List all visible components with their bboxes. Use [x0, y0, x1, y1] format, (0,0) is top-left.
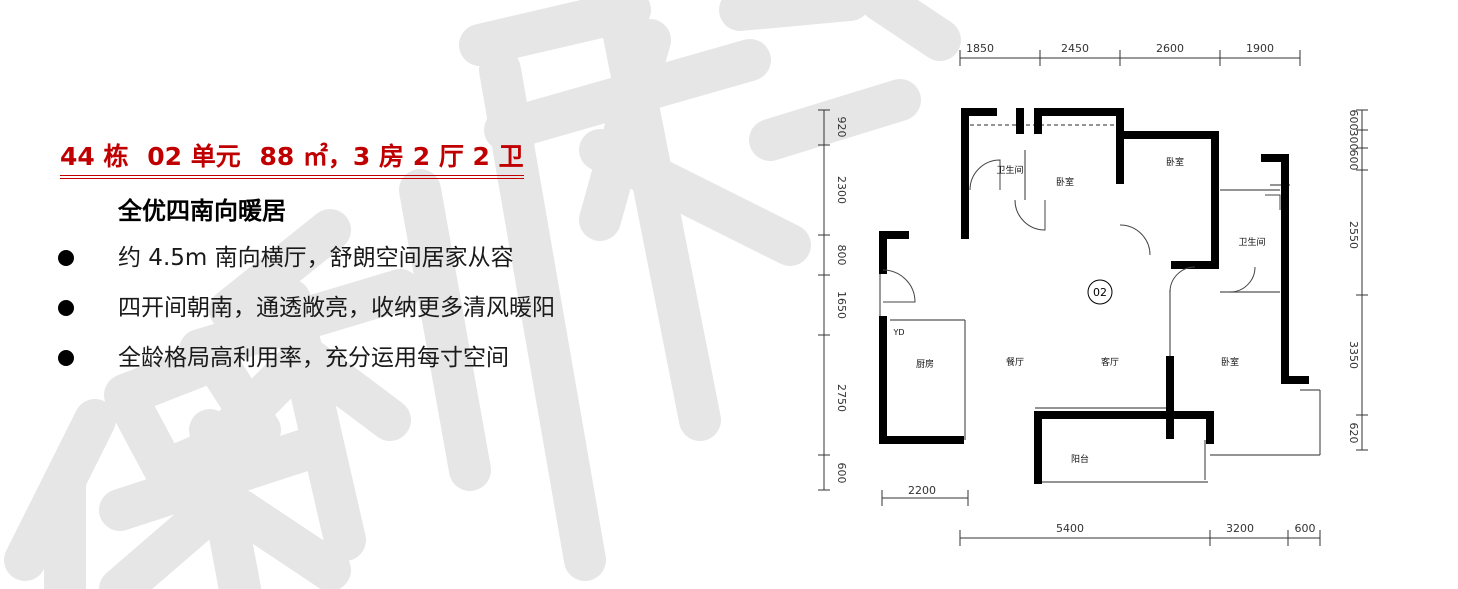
- dim-left: 920: [835, 117, 848, 138]
- unit-number: 02 单元: [147, 142, 241, 171]
- dim-bottom: 600: [1295, 522, 1316, 535]
- room-label-bedroom-3: 卧室: [1221, 356, 1239, 368]
- dim-right: 600: [1347, 150, 1360, 171]
- room-label-bedroom-1: 卧室: [1056, 176, 1074, 188]
- dim-right: 3350: [1347, 341, 1360, 369]
- room-label-balcony: 阳台: [1071, 453, 1089, 465]
- dim-left: 600: [835, 463, 848, 484]
- room-label-bath-1: 卫生间: [996, 164, 1023, 176]
- feature-list: 约 4.5m 南向横厅，舒朗空间居家从容 四开间朝南，通透敞亮，收纳更多清风暖阳…: [58, 236, 555, 386]
- doors: [882, 159, 1281, 303]
- room-label-living: 客厅: [1101, 356, 1119, 368]
- walls: [879, 108, 1309, 484]
- feature-text: 四开间朝南，通透敞亮，收纳更多清风暖阳: [118, 295, 555, 321]
- unit-spec: 88 ㎡，3 房 2 厅 2 卫: [259, 142, 524, 171]
- room-label-yd: YD: [892, 328, 904, 337]
- dim-top: 1900: [1246, 42, 1274, 55]
- bullet-icon: [58, 300, 74, 316]
- dim-left: 1650: [835, 291, 848, 319]
- thin-walls: [879, 124, 1321, 483]
- dim-bottom-left: 2200: [908, 484, 936, 497]
- dim-right: 620: [1347, 423, 1360, 444]
- floor-plan: 1850 2450 2600 1900 920 2300 800 1650 27…: [818, 42, 1368, 546]
- dim-right: 2550: [1347, 221, 1360, 249]
- feature-text: 全龄格局高利用率，充分运用每寸空间: [118, 345, 509, 371]
- feature-item: 全龄格局高利用率，充分运用每寸空间: [58, 336, 555, 386]
- building-number: 44 栋: [60, 142, 129, 171]
- feature-item: 约 4.5m 南向横厅，舒朗空间居家从容: [58, 236, 555, 286]
- unit-mark: 02: [1093, 286, 1107, 299]
- room-label-bedroom-2: 卧室: [1166, 156, 1184, 168]
- dim-top: 2450: [1061, 42, 1089, 55]
- dim-left: 2750: [835, 384, 848, 412]
- listing-title: 44 栋 02 单元 88 ㎡，3 房 2 厅 2 卫: [60, 140, 524, 179]
- dim-top: 2600: [1156, 42, 1184, 55]
- bullet-icon: [58, 250, 74, 266]
- dim-bottom: 3200: [1226, 522, 1254, 535]
- dim-right: 300: [1347, 130, 1360, 151]
- unit-mark-circle: [1087, 279, 1113, 305]
- bullet-icon: [58, 350, 74, 366]
- dim-top: 1850: [966, 42, 994, 55]
- dim-right: 600: [1347, 110, 1360, 131]
- room-label-bath-2: 卫生间: [1238, 236, 1265, 248]
- listing-subtitle: 全优四南向暖居: [118, 197, 286, 225]
- dimension-lines: [818, 50, 1368, 546]
- feature-text: 约 4.5m 南向横厅，舒朗空间居家从容: [118, 245, 514, 271]
- room-label-dining: 餐厅: [1006, 356, 1024, 368]
- dim-left: 2300: [835, 176, 848, 204]
- feature-item: 四开间朝南，通透敞亮，收纳更多清风暖阳: [58, 286, 555, 336]
- dim-bottom: 5400: [1056, 522, 1084, 535]
- room-label-kitchen: 厨房: [916, 358, 934, 370]
- dim-left: 800: [835, 245, 848, 266]
